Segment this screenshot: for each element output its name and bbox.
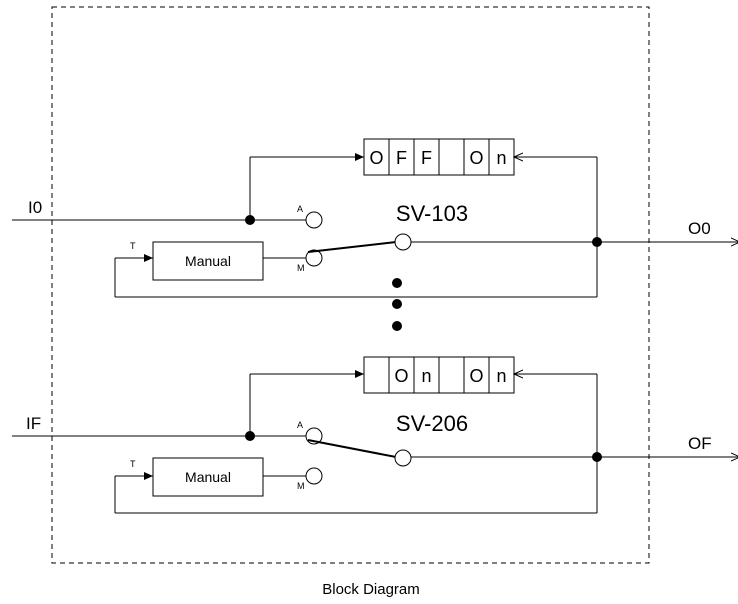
channel-sv-206: IF A O n O n SV-206 Manual T bbox=[12, 356, 738, 514]
display-char: F bbox=[421, 148, 432, 168]
input-label-if: IF bbox=[26, 414, 41, 433]
display-char: F bbox=[396, 148, 407, 168]
contact-m bbox=[305, 249, 323, 267]
display-char: O bbox=[394, 366, 408, 386]
manual-box bbox=[152, 241, 264, 281]
display-char: O bbox=[469, 148, 483, 168]
switch-pivot bbox=[394, 449, 412, 467]
status-display-sv-103: O F F O n bbox=[363, 138, 515, 176]
output-label-of: OF bbox=[688, 434, 712, 453]
diagram-caption: Block Diagram bbox=[322, 581, 420, 598]
port-a-label: A bbox=[297, 204, 303, 214]
display-char: O bbox=[369, 148, 383, 168]
port-t-label: T bbox=[130, 459, 136, 469]
port-m-label: M bbox=[297, 263, 305, 273]
ellipsis-dot bbox=[392, 278, 402, 288]
ellipsis-dot bbox=[392, 321, 402, 331]
channel-sv-103: I0 A O F F O n SV-103 Manual bbox=[12, 138, 738, 298]
contact-a bbox=[305, 211, 323, 229]
display-char: O bbox=[469, 366, 483, 386]
manual-box bbox=[152, 457, 264, 497]
ellipsis-dot bbox=[392, 299, 402, 309]
status-display-sv-206: O n O n bbox=[363, 356, 515, 394]
display-char: n bbox=[421, 366, 431, 386]
switch-lever bbox=[307, 439, 397, 458]
input-label-i0: I0 bbox=[28, 198, 42, 217]
switch-lever bbox=[307, 241, 397, 253]
port-t-label: T bbox=[130, 241, 136, 251]
port-m-label: M bbox=[297, 481, 305, 491]
switch-pivot bbox=[394, 233, 412, 251]
output-label-o0: O0 bbox=[688, 219, 711, 238]
manual-label: Manual bbox=[185, 253, 231, 269]
channel-name-sv-206: SV-206 bbox=[396, 411, 468, 436]
display-char: n bbox=[496, 148, 506, 168]
port-a-label: A bbox=[297, 420, 303, 430]
channel-name-sv-103: SV-103 bbox=[396, 201, 468, 226]
contact-m bbox=[305, 467, 323, 485]
display-char: n bbox=[496, 366, 506, 386]
manual-label: Manual bbox=[185, 469, 231, 485]
block-boundary bbox=[51, 6, 650, 564]
